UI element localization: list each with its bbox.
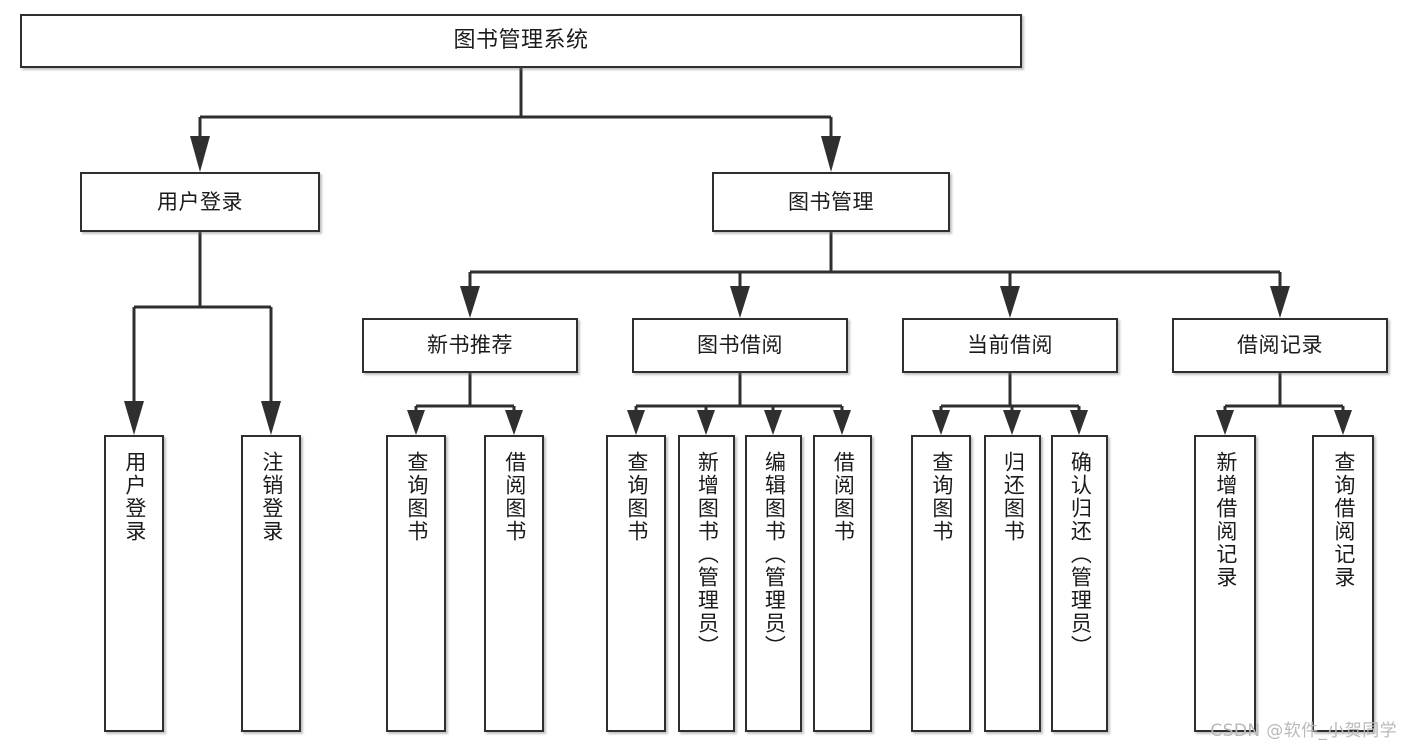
node-user-login[interactable]: 用户登录 bbox=[80, 172, 320, 232]
leaf-add-book-admin-label: 新增图书（管理员） bbox=[695, 451, 720, 658]
node-borrow-record-label: 借阅记录 bbox=[1237, 333, 1323, 358]
leaf-return-book-label: 归还图书 bbox=[1001, 451, 1026, 543]
leaf-query-borrow-record[interactable]: 查询借阅记录 bbox=[1312, 435, 1374, 732]
node-book-management-label: 图书管理 bbox=[788, 189, 874, 214]
node-root-label: 图书管理系统 bbox=[453, 28, 589, 54]
leaf-query-borrow-record-label: 查询借阅记录 bbox=[1331, 451, 1356, 589]
leaf-query-books-current-label: 查询图书 bbox=[929, 451, 954, 543]
leaf-user-logout[interactable]: 注销登录 bbox=[241, 435, 301, 732]
csdn-watermark: CSDN @软件_小贺同学 bbox=[1210, 721, 1397, 741]
leaf-borrow-book-label: 借阅图书 bbox=[831, 451, 856, 543]
leaf-confirm-return-admin-label: 确认归还（管理员） bbox=[1068, 451, 1093, 658]
leaf-query-books-recommend-label: 查询图书 bbox=[404, 451, 429, 543]
node-book-borrow-label: 图书借阅 bbox=[697, 333, 783, 358]
leaf-user-login[interactable]: 用户登录 bbox=[104, 435, 164, 732]
leaf-query-books-borrow-label: 查询图书 bbox=[624, 451, 649, 543]
node-root[interactable]: 图书管理系统 bbox=[20, 14, 1022, 68]
node-user-login-label: 用户登录 bbox=[157, 189, 243, 214]
leaf-borrow-books-recommend[interactable]: 借阅图书 bbox=[484, 435, 544, 732]
leaf-return-book[interactable]: 归还图书 bbox=[984, 435, 1041, 732]
node-borrow-record[interactable]: 借阅记录 bbox=[1172, 318, 1388, 373]
node-current-borrow-label: 当前借阅 bbox=[967, 333, 1053, 358]
leaf-borrow-books-recommend-label: 借阅图书 bbox=[502, 451, 527, 543]
leaf-query-books-recommend[interactable]: 查询图书 bbox=[386, 435, 446, 732]
leaf-query-books-current[interactable]: 查询图书 bbox=[911, 435, 971, 732]
leaf-edit-book-admin-label: 编辑图书（管理员） bbox=[762, 451, 787, 658]
node-new-book-recommend[interactable]: 新书推荐 bbox=[362, 318, 578, 373]
leaf-user-logout-label: 注销登录 bbox=[259, 451, 284, 543]
node-book-management[interactable]: 图书管理 bbox=[712, 172, 950, 232]
node-new-book-recommend-label: 新书推荐 bbox=[427, 333, 513, 358]
leaf-confirm-return-admin[interactable]: 确认归还（管理员） bbox=[1051, 435, 1108, 732]
leaf-add-borrow-record[interactable]: 新增借阅记录 bbox=[1194, 435, 1256, 732]
node-book-borrow[interactable]: 图书借阅 bbox=[632, 318, 848, 373]
leaf-borrow-book[interactable]: 借阅图书 bbox=[813, 435, 872, 732]
leaf-user-login-label: 用户登录 bbox=[122, 451, 147, 543]
leaf-query-books-borrow[interactable]: 查询图书 bbox=[606, 435, 666, 732]
leaf-add-book-admin[interactable]: 新增图书（管理员） bbox=[678, 435, 735, 732]
leaf-add-borrow-record-label: 新增借阅记录 bbox=[1213, 451, 1238, 589]
leaf-edit-book-admin[interactable]: 编辑图书（管理员） bbox=[745, 435, 802, 732]
node-current-borrow[interactable]: 当前借阅 bbox=[902, 318, 1118, 373]
